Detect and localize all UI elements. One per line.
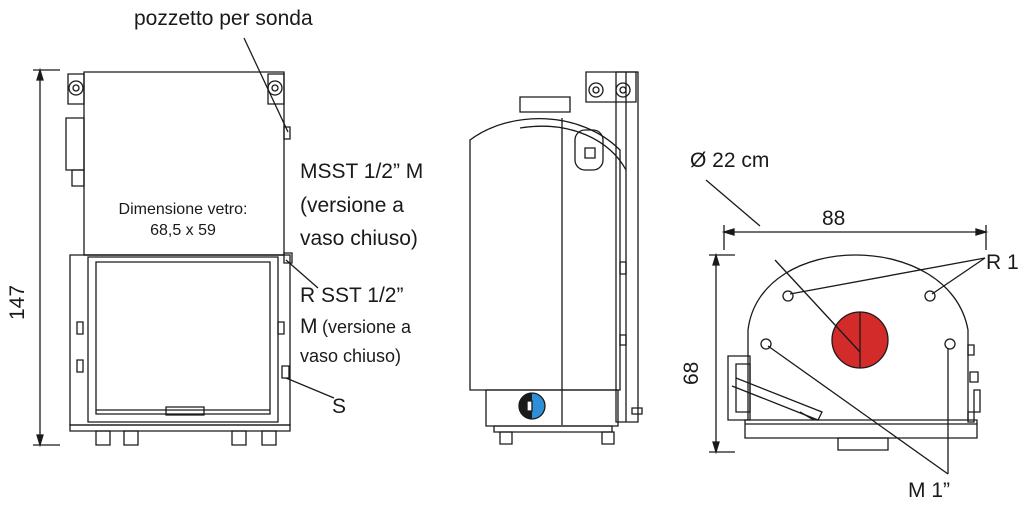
- msst-label-line2: (versione a: [300, 194, 404, 217]
- probe-well-label: pozzetto per sonda: [134, 7, 313, 30]
- glass-title: Dimensione vetro:: [118, 201, 248, 218]
- m1-label: M 1”: [908, 479, 950, 502]
- front-view: [33, 70, 292, 445]
- height-147-label: 147: [6, 284, 29, 320]
- rsst-label-line3: vaso chiuso): [300, 346, 402, 366]
- glass-size: 68,5 x 59: [150, 222, 216, 239]
- top-view: [706, 180, 986, 452]
- s-label: S: [332, 395, 347, 418]
- r1-label: R 1: [986, 251, 1019, 274]
- msst-label-line1: MSST 1/2” M: [300, 160, 424, 183]
- rsst-label-line2: M (versione a: [300, 316, 411, 337]
- height-68-label: 68: [680, 361, 703, 385]
- rsst-label-line1: R SST 1/2”: [300, 284, 404, 307]
- diameter-label: Ø 22 cm: [690, 149, 770, 172]
- rsst-version: (versione a: [321, 317, 411, 337]
- msst-label-line3: vaso chiuso): [300, 227, 418, 250]
- rsst-m: M: [300, 315, 318, 338]
- side-view: [470, 72, 642, 444]
- width-88-label: 88: [822, 207, 846, 230]
